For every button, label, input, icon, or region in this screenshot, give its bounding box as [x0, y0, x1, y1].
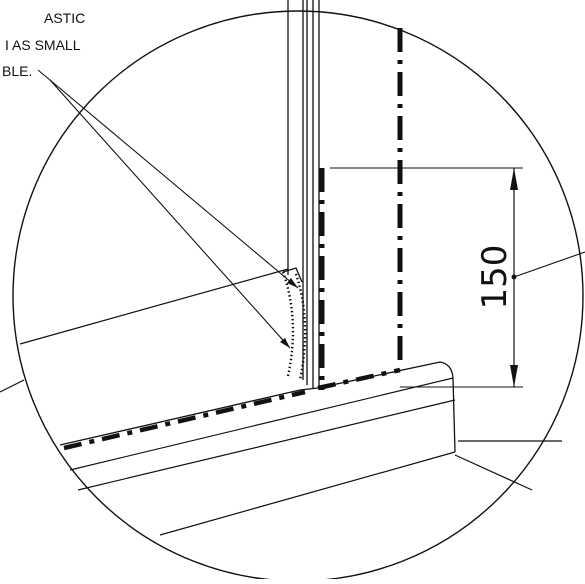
leader-tick — [37, 69, 51, 81]
floor-line-upper — [19, 268, 289, 345]
note-line-3: BLE. — [2, 63, 33, 79]
dashed-kerb-line-left — [63, 389, 306, 451]
detail-leader-line — [513, 251, 585, 278]
kerb-bottom-line — [159, 451, 456, 536]
trim-curve-outer — [281, 271, 295, 377]
leader-line-upper — [49, 79, 299, 289]
note-line-2: I AS SMALL — [5, 37, 81, 53]
detail-leader-dot — [511, 274, 517, 280]
dimension-arrowhead-top — [510, 168, 518, 190]
trim-curve-inner — [294, 273, 307, 381]
kerb-top-edge — [59, 361, 456, 453]
leader-arrowhead-upper — [287, 278, 298, 288]
kerb-face-line — [77, 399, 456, 491]
dashed-kerb-line-right — [317, 367, 401, 391]
note-line-1: ASTIC — [44, 10, 86, 26]
leader-line-lower — [49, 79, 291, 349]
floor-line-left — [0, 379, 25, 393]
dimension-value: 150 — [475, 245, 515, 310]
floor-line-right-lower — [454, 454, 533, 491]
trim-top-cap — [282, 267, 303, 283]
dimension-arrowhead-bottom — [510, 365, 518, 387]
kerb-front-edge — [69, 377, 454, 471]
leader-arrowhead-lower — [280, 338, 290, 348]
